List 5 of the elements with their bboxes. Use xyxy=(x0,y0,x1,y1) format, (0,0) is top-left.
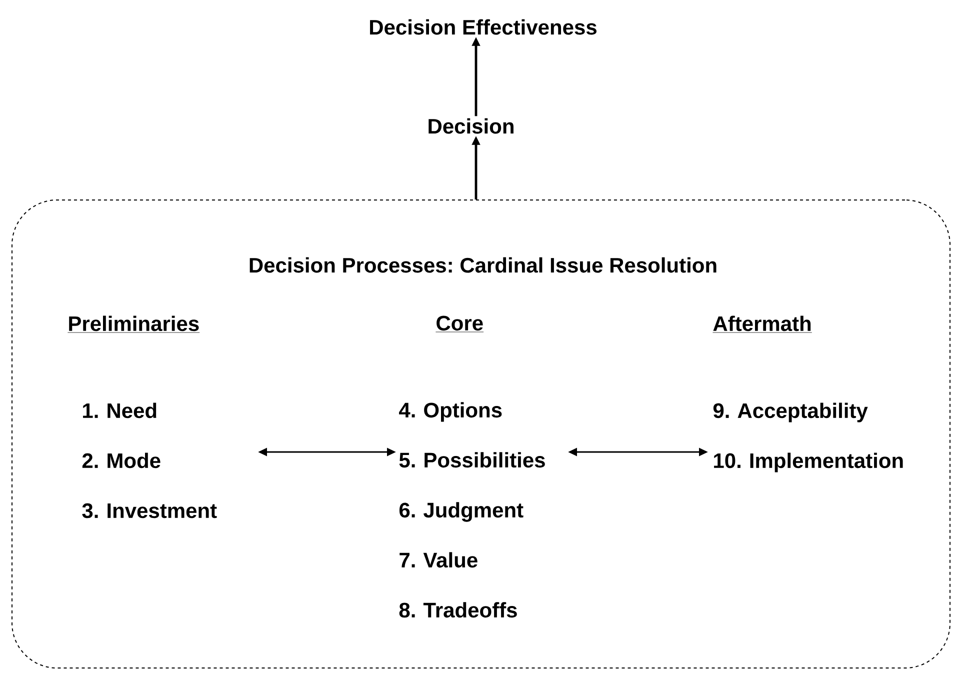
column-list: Preliminaries 1. Need 2. Mode 3. Investment xyxy=(68,316,217,518)
column-list: Aftermath 9. Acceptability 10. Implementation xyxy=(712,316,903,472)
heading-text: Decision Effectiveness xyxy=(370,19,596,35)
column-list: Core 4. Options 5. Possibilities 6. Judgment 7. Value 8. Tradeoffs xyxy=(399,316,545,618)
heading-text: Decision xyxy=(428,118,514,134)
